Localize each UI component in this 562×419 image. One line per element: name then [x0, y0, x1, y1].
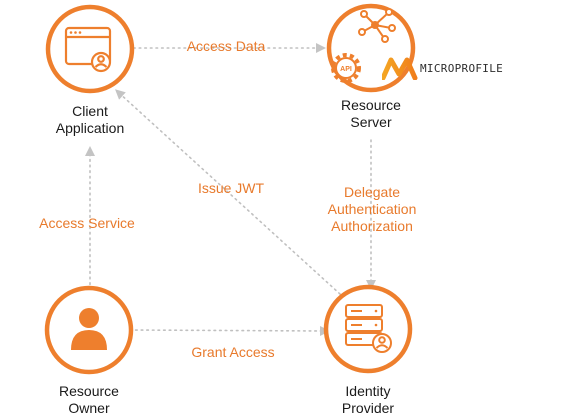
resource-owner-node: [44, 285, 134, 375]
api-text: API: [340, 66, 352, 73]
identity-provider-label: Identity Provider: [341, 383, 395, 416]
client-application-label: Client Application: [55, 103, 125, 136]
client-node: [45, 4, 135, 94]
person-icon: [71, 308, 107, 350]
microprofile-logo-icon: [382, 57, 418, 80]
resource-owner-label: Resource Owner: [59, 383, 119, 416]
identity-provider-node: [323, 284, 413, 374]
delegate-auth-label: Delegate Authentication Authorization: [327, 184, 417, 234]
resource-server-label: Resource Server: [341, 97, 401, 130]
edge-grant-access: [129, 325, 330, 336]
microprofile-logo-text: MICROPROFILE: [420, 61, 504, 75]
edge-issue-jwt: [115, 89, 341, 295]
resource-server-node: API: [326, 3, 416, 93]
grant-access-label: Grant Access: [191, 344, 275, 360]
access-service-label: Access Service: [39, 215, 135, 231]
server-user-icon: [345, 304, 392, 353]
network-api-gear-icon: [331, 8, 396, 83]
access-data-label: Access Data: [186, 38, 266, 54]
browser-window-user-icon: [64, 26, 112, 73]
microprofile-logo: MICROPROFILE: [382, 56, 503, 80]
issue-jwt-label: Issue JWT: [197, 180, 265, 196]
